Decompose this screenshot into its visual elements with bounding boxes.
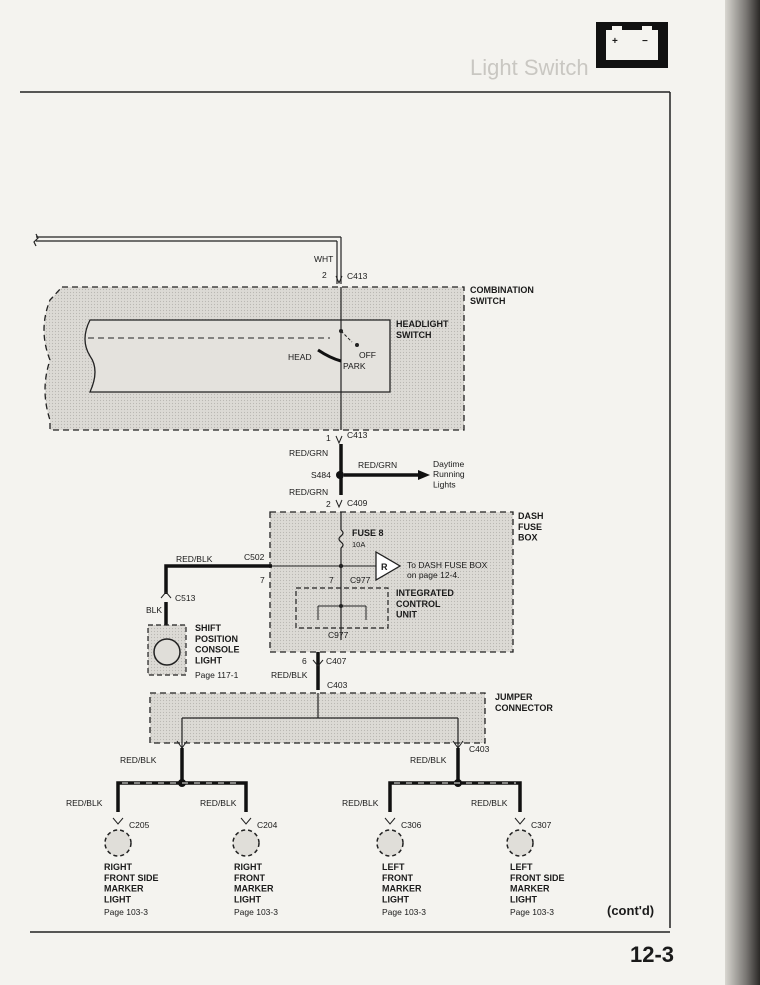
svg-text:+: + (612, 36, 618, 47)
relay-ref-icon (375, 550, 402, 582)
wire-label-red-blk-left: RED/BLK (120, 755, 157, 765)
light-page-1: Page 103-3 (234, 907, 278, 917)
dash-fuse-box (269, 511, 514, 653)
svg-text:−: − (642, 36, 648, 47)
shift-light-bulb-icon (153, 638, 181, 666)
connector-c403-bottom: C403 (469, 744, 490, 754)
fuse-icon (338, 529, 344, 549)
pin-2-top: 2 (322, 270, 327, 280)
wire-label-red-grn-3: RED/GRN (289, 487, 328, 497)
connector-c204: C204 (257, 820, 278, 830)
fuse-name: FUSE 8 (352, 528, 384, 538)
wire-label-red-blk-205: RED/BLK (66, 798, 103, 808)
connector-c409: C409 (347, 498, 368, 508)
wire-label-wht: WHT (314, 254, 333, 264)
headlight-switch-box (84, 319, 391, 393)
bulb-c306 (376, 817, 404, 857)
shift-light-page: Page 117-1 (195, 670, 239, 680)
ghost-title: Light Switch (470, 55, 589, 80)
connector-c205: C205 (129, 820, 150, 830)
connector-c513: C513 (175, 593, 196, 603)
light-page-3: Page 103-3 (510, 907, 554, 917)
wire-label-red-blk-c502: RED/BLK (176, 554, 213, 564)
wire-red-blk-c502 (164, 564, 272, 594)
pin-2-c409: 2 (326, 499, 331, 509)
connector-c977-bottom: C977 (328, 630, 349, 640)
connector-c977-top: C977 (350, 575, 371, 585)
relay-letter: R (381, 562, 388, 572)
bulb-c204 (232, 817, 260, 857)
wire-label-red-grn-1: RED/GRN (289, 448, 328, 458)
continued-label: (cont'd) (607, 903, 654, 918)
connector-c413-bottom: C413 (347, 430, 368, 440)
wire-label-red-blk-306: RED/BLK (342, 798, 379, 808)
switch-off-label: OFF (359, 350, 376, 360)
connector-c307: C307 (531, 820, 552, 830)
page-binding-edge (725, 0, 760, 985)
splice-s484 (336, 471, 344, 479)
connector-c403-top: C403 (327, 680, 348, 690)
pin-1: 1 (326, 433, 331, 443)
wire-label-red-grn-2: RED/GRN (358, 460, 397, 470)
pin-6: 6 (302, 656, 307, 666)
switch-contact-icon (317, 348, 342, 363)
wire-label-red-blk-307: RED/BLK (471, 798, 508, 808)
light-page-2: Page 103-3 (382, 907, 426, 917)
wire-label-red-blk-204: RED/BLK (200, 798, 237, 808)
wire-break-mark (33, 233, 39, 247)
connector-c502: C502 (244, 552, 265, 562)
connector-c407: C407 (326, 656, 347, 666)
splice-s484-label: S484 (311, 470, 331, 480)
battery-icon: + − (596, 22, 668, 68)
connector-c413-top: C413 (347, 271, 368, 281)
pin-7-c502: 7 (260, 575, 265, 585)
page-number: 12-3 (630, 942, 674, 967)
pin-7-c977: 7 (329, 575, 334, 585)
wire-label-red-blk-right: RED/BLK (410, 755, 447, 765)
bulb-c205 (104, 817, 132, 857)
fuse-rating: 10A (352, 540, 365, 549)
switch-head-label: HEAD (288, 352, 312, 362)
connector-c306: C306 (401, 820, 422, 830)
light-page-0: Page 103-3 (104, 907, 148, 917)
switch-park-label: PARK (343, 361, 366, 371)
bulb-c307 (506, 817, 534, 857)
wire-label-red-blk-main: RED/BLK (271, 670, 308, 680)
wire-label-blk: BLK (146, 605, 162, 615)
icu-box (295, 587, 389, 629)
